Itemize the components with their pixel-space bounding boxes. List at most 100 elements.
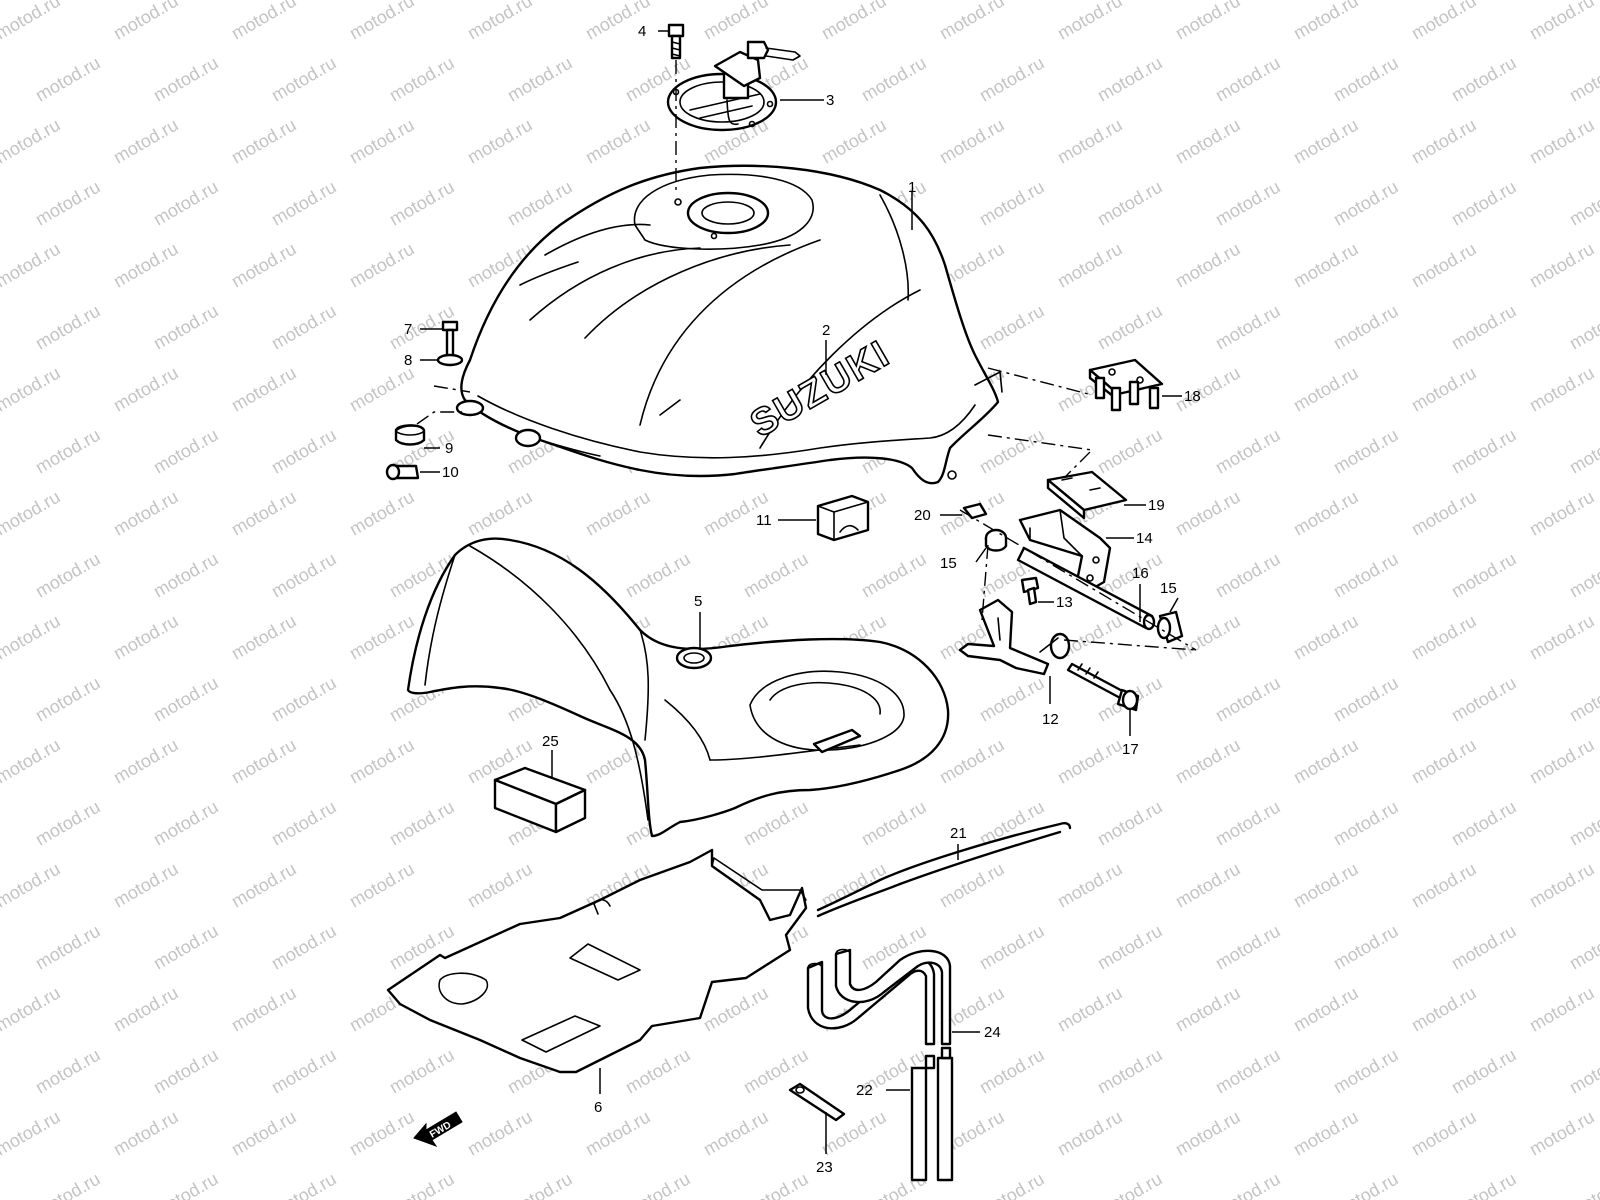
watermark-text: motod.ru — [1526, 239, 1598, 292]
watermark-text: motod.ru — [346, 0, 418, 43]
watermark-text: motod.ru — [228, 859, 300, 912]
watermark-text: motod.ru — [386, 1169, 458, 1200]
callout-22: 22 — [856, 1082, 873, 1099]
callout-labels: 4 3 1 2 7 8 9 10 11 18 19 20 14 15 16 15… — [404, 23, 1201, 1176]
watermark-text: motod.ru — [976, 1045, 1048, 1098]
watermark-text: motod.ru — [1054, 859, 1126, 912]
heat-shield-plate — [386, 848, 808, 1074]
watermark-text: motod.ru — [0, 239, 64, 292]
callout-15-left: 15 — [940, 555, 957, 572]
watermark-text: motod.ru — [976, 301, 1048, 354]
watermark-text: motod.ru — [818, 0, 890, 43]
watermark-text: motod.ru — [1290, 0, 1362, 43]
watermark-text: motod.ru — [1566, 53, 1600, 106]
watermark-text: motod.ru — [32, 301, 104, 354]
watermark-text: motod.ru — [976, 425, 1048, 478]
callout-24: 24 — [984, 1024, 1001, 1041]
watermark-text: motod.ru — [622, 1045, 694, 1098]
watermark-text: motod.ru — [1408, 115, 1480, 168]
fwd-label: FWD — [428, 1120, 453, 1141]
watermark-text: motod.ru — [1172, 115, 1244, 168]
watermark-text: motod.ru — [1408, 239, 1480, 292]
watermark-text: motod.ru — [504, 53, 576, 106]
watermark-text: motod.ru — [268, 921, 340, 974]
watermark-text: motod.ru — [1526, 735, 1598, 788]
tank-under-cover — [406, 537, 950, 838]
watermark-text: motod.ru — [32, 425, 104, 478]
watermark-text: motod.ru — [1330, 549, 1402, 602]
watermark-text: motod.ru — [0, 487, 64, 540]
watermark-text: motod.ru — [1448, 921, 1520, 974]
watermark-text: motod.ru — [1330, 673, 1402, 726]
watermark-text: motod.ru — [1526, 983, 1598, 1036]
watermark-text: motod.ru — [1408, 0, 1480, 43]
cap-bolt — [667, 23, 685, 60]
watermark-text: motod.ru — [346, 239, 418, 292]
watermark-text: motod.ru — [976, 177, 1048, 230]
watermark-text: motod.ru — [740, 797, 812, 850]
watermark-text: motod.ru — [1526, 611, 1598, 664]
watermark-text: motod.ru — [0, 735, 64, 788]
watermark-text: motod.ru — [1290, 735, 1362, 788]
watermark-text: motod.ru — [1172, 859, 1244, 912]
watermark-text: motod.ru — [976, 53, 1048, 106]
watermark-text: motod.ru — [700, 0, 772, 43]
watermark-text: motod.ru — [1566, 921, 1600, 974]
watermark-text: motod.ru — [1212, 425, 1284, 478]
watermark-text: motod.ru — [1566, 1045, 1600, 1098]
watermark-text: motod.ru — [1172, 611, 1244, 664]
watermark-text: motod.ru — [700, 1107, 772, 1160]
watermark-text: motod.ru — [1054, 115, 1126, 168]
watermark-text: motod.ru — [1448, 797, 1520, 850]
watermark-text: motod.ru — [110, 983, 182, 1036]
callout-3: 3 — [826, 92, 834, 109]
watermark-text: motod.ru — [110, 363, 182, 416]
rear-bracket-assembly — [958, 502, 1184, 712]
watermark-text: motod.ru — [1566, 1169, 1600, 1200]
watermark-text: motod.ru — [150, 53, 222, 106]
watermark-text: motod.ru — [936, 115, 1008, 168]
pad-25 — [493, 766, 587, 834]
watermark-text: motod.ru — [1448, 1169, 1520, 1200]
watermark-text: motod.ru — [622, 1169, 694, 1200]
watermark-text: motod.ru — [386, 797, 458, 850]
watermark-text: motod.ru — [346, 735, 418, 788]
watermark-text: motod.ru — [1408, 363, 1480, 416]
watermark-text: motod.ru — [1330, 921, 1402, 974]
watermark-text: motod.ru — [228, 363, 300, 416]
watermark-text: motod.ru — [582, 1107, 654, 1160]
watermark-text: motod.ru — [268, 1169, 340, 1200]
watermark-text: motod.ru — [150, 549, 222, 602]
watermark-text: motod.ru — [1408, 859, 1480, 912]
watermark-text: motod.ru — [936, 0, 1008, 43]
watermark-text: motod.ru — [1212, 549, 1284, 602]
watermark-text: motod.ru — [150, 1169, 222, 1200]
watermark-text: motod.ru — [464, 1107, 536, 1160]
watermark-text: motod.ru — [268, 1045, 340, 1098]
callout-13: 13 — [1056, 594, 1073, 611]
watermark-text: motod.ru — [110, 735, 182, 788]
watermark-text: motod.ru — [110, 859, 182, 912]
watermark-text: motod.ru — [1448, 425, 1520, 478]
watermark-text: motod.ru — [228, 0, 300, 43]
watermark-text: motod.ru — [0, 1107, 64, 1160]
watermark-text: motod.ru — [740, 549, 812, 602]
watermark-text: motod.ru — [1566, 797, 1600, 850]
watermark-text: motod.ru — [1566, 177, 1600, 230]
watermark-text: motod.ru — [1330, 301, 1402, 354]
watermark-text: motod.ru — [32, 797, 104, 850]
watermark-text: motod.ru — [1290, 487, 1362, 540]
watermark-text: motod.ru — [936, 735, 1008, 788]
watermark-text: motod.ru — [818, 115, 890, 168]
watermark-text: motod.ru — [1212, 797, 1284, 850]
fuel-cap — [666, 40, 801, 132]
watermark-text: motod.ru — [1566, 425, 1600, 478]
watermark-text: motod.ru — [504, 1169, 576, 1200]
watermark-text: motod.ru — [1448, 1045, 1520, 1098]
watermark-text: motod.ru — [110, 1107, 182, 1160]
watermark-text: motod.ru — [1566, 549, 1600, 602]
watermark-text: motod.ru — [150, 301, 222, 354]
watermark-text: motod.ru — [1526, 859, 1598, 912]
watermark-text: motod.ru — [1094, 301, 1166, 354]
clip-23 — [788, 1082, 846, 1122]
